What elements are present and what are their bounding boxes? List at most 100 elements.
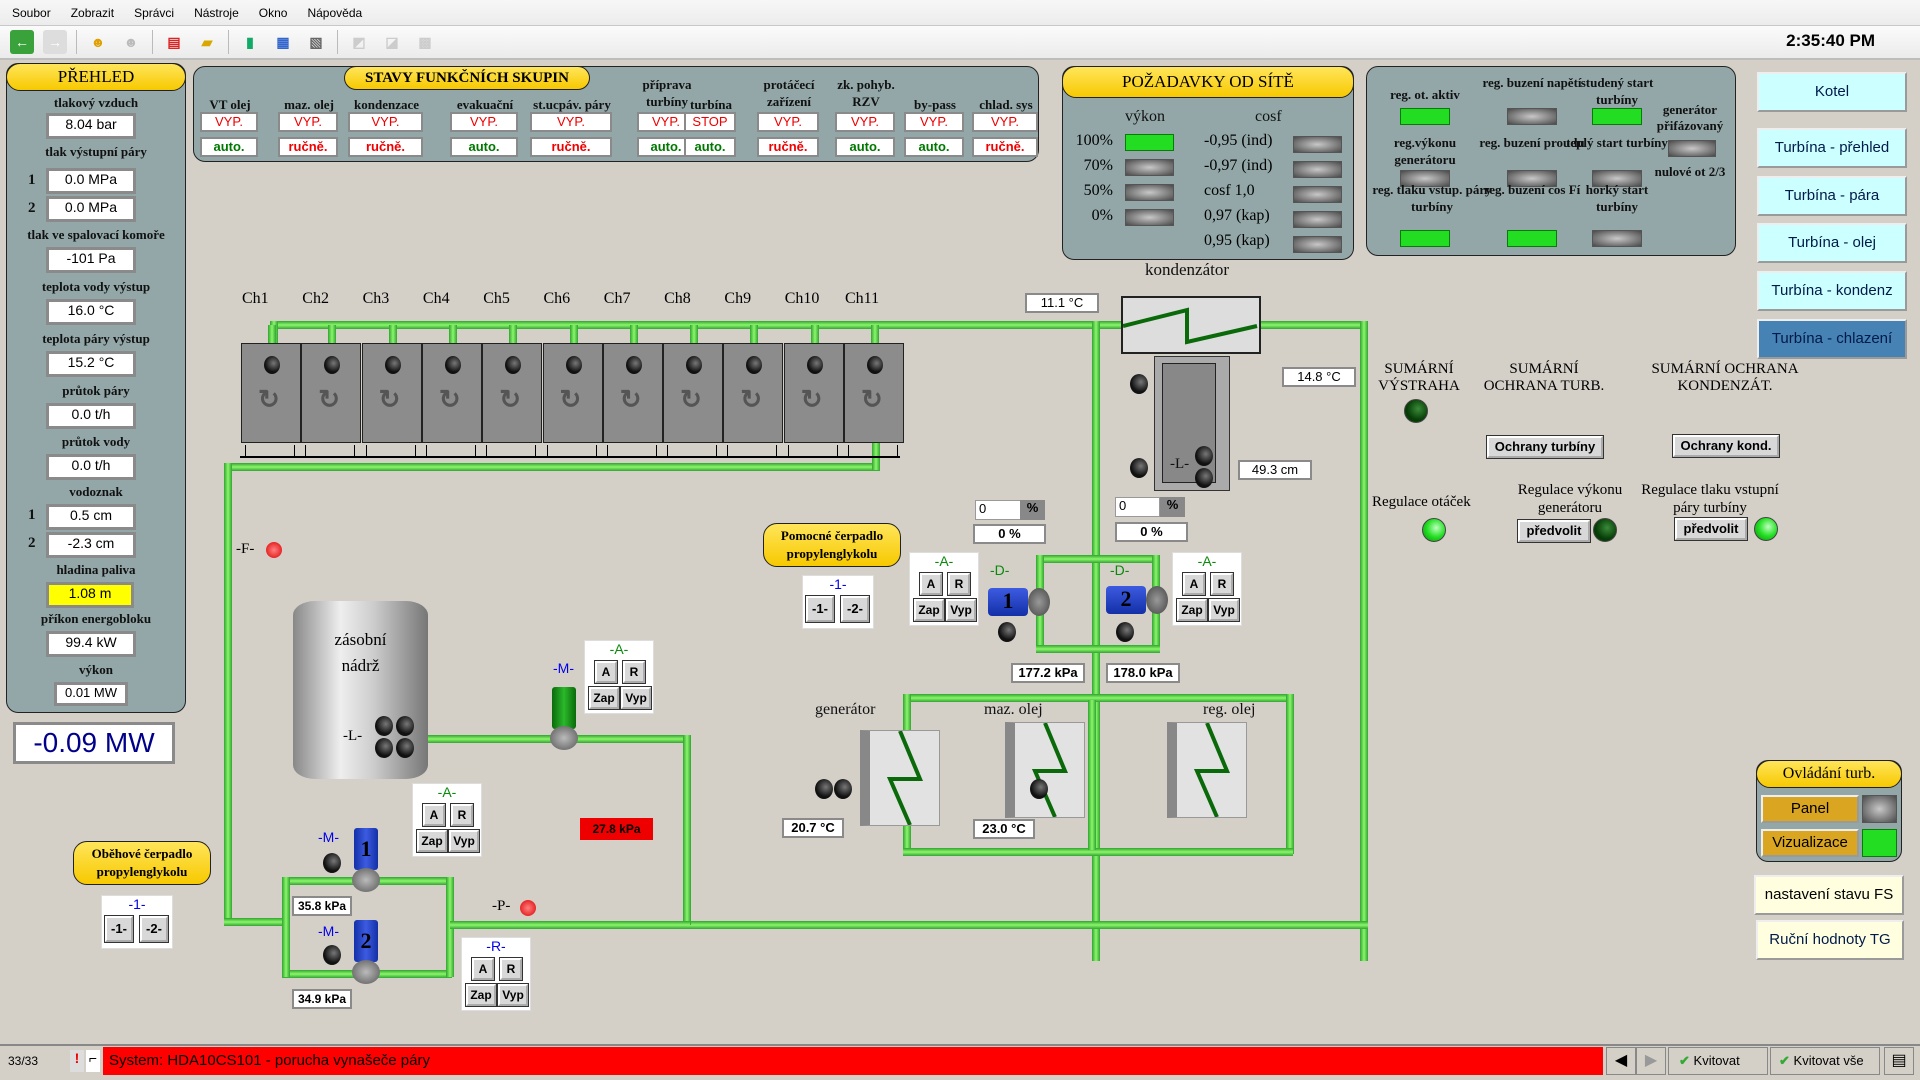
tg-manual-values-button[interactable]: Ruční hodnoty TG xyxy=(1756,920,1904,960)
nav-kotel[interactable]: Kotel xyxy=(1757,72,1907,112)
bar-chart-icon[interactable]: ▮ xyxy=(246,33,254,50)
chiller-unit[interactable]: ↻ xyxy=(663,343,724,443)
stop-button[interactable]: Vyp xyxy=(620,686,652,710)
table-database-icon[interactable]: ▦ xyxy=(276,33,290,50)
chiller-unit[interactable]: ↻ xyxy=(602,343,663,443)
func-group-mode[interactable]: auto. xyxy=(904,137,964,157)
reset-button[interactable]: R xyxy=(499,957,523,981)
func-group-mode[interactable]: ručně. xyxy=(348,137,423,157)
edit-disabled-icon[interactable]: ◩ xyxy=(352,33,366,50)
nav-turbina-prehled[interactable]: Turbína - přehled xyxy=(1757,128,1907,168)
menu-spravci[interactable]: Správci xyxy=(134,5,175,20)
grid-power-indicator[interactable] xyxy=(1125,209,1174,226)
func-group-mode[interactable]: auto. xyxy=(835,137,895,157)
add-user-icon[interactable]: ☻ xyxy=(90,34,106,50)
alarm-folder-icon[interactable]: ▰ xyxy=(201,33,213,50)
grid-cosf-indicator[interactable] xyxy=(1293,211,1342,228)
func-group-state[interactable]: VYP. xyxy=(450,112,518,132)
func-group-state[interactable]: VYP. xyxy=(757,112,819,132)
alarm-next-button[interactable]: ▶ xyxy=(1636,1047,1666,1075)
start-button[interactable]: Zap xyxy=(588,686,620,710)
aux-select-1-button[interactable]: -1- xyxy=(805,595,835,623)
start-button[interactable]: Zap xyxy=(416,829,448,853)
func-group-state[interactable]: VYP. xyxy=(637,112,695,132)
fill-pump-motor[interactable] xyxy=(552,687,576,729)
print-preview-icon[interactable]: ▧ xyxy=(309,33,323,50)
func-group-mode[interactable]: auto. xyxy=(200,137,258,157)
auto-button[interactable]: A xyxy=(471,957,495,981)
circ-pump1-motor[interactable]: 1 xyxy=(354,828,378,870)
grid-cosf-indicator[interactable] xyxy=(1293,136,1342,153)
func-group-mode[interactable]: ručně. xyxy=(972,137,1038,157)
aux-pump2-setpoint-input[interactable]: 0 xyxy=(1115,497,1160,517)
start-button[interactable]: Zap xyxy=(465,983,497,1007)
alarm-document-icon[interactable]: ▤ xyxy=(167,33,181,50)
reset-button[interactable]: R xyxy=(947,572,971,596)
func-group-state[interactable]: VYP. xyxy=(200,112,258,132)
stop-button[interactable]: Vyp xyxy=(1208,598,1240,622)
circ-select-1-button[interactable]: -1- xyxy=(104,915,134,943)
chiller-unit[interactable]: ↻ xyxy=(361,343,422,443)
acknowledge-button[interactable]: ✔ Kvitovat xyxy=(1668,1047,1768,1075)
menu-okno[interactable]: Okno xyxy=(258,5,288,20)
chiller-unit[interactable]: ↻ xyxy=(723,343,784,443)
func-group-state[interactable]: VYP. xyxy=(972,112,1038,132)
func-group-state[interactable]: STOP xyxy=(684,112,736,132)
visualization-mode-button[interactable]: Vizualizace xyxy=(1761,829,1859,857)
func-group-state[interactable]: VYP. xyxy=(530,112,612,132)
menu-nastroje[interactable]: Nástroje xyxy=(194,5,239,20)
aux-pump2-motor[interactable]: 2 xyxy=(1106,586,1146,614)
func-group-state[interactable]: VYP. xyxy=(348,112,423,132)
grid-power-indicator[interactable] xyxy=(1125,159,1174,176)
func-group-mode[interactable]: ručně. xyxy=(757,137,819,157)
gen-power-preselect-button[interactable]: předvolit xyxy=(1517,519,1591,543)
func-group-state[interactable]: VYP. xyxy=(904,112,964,132)
menu-zobrazit[interactable]: Zobrazit xyxy=(70,5,115,20)
chiller-unit[interactable]: ↻ xyxy=(241,343,301,443)
start-button[interactable]: Zap xyxy=(1176,598,1208,622)
chiller-unit[interactable]: ↻ xyxy=(421,343,482,443)
window-disabled-icon[interactable]: ◪ xyxy=(385,33,399,50)
grid-power-indicator[interactable] xyxy=(1125,134,1174,151)
grid-cosf-indicator[interactable] xyxy=(1293,161,1342,178)
stop-button[interactable]: Vyp xyxy=(448,829,480,853)
stop-button[interactable]: Vyp xyxy=(945,598,977,622)
acknowledge-all-button[interactable]: ✔ Kvitovat vše xyxy=(1770,1047,1880,1075)
chiller-unit[interactable]: ↻ xyxy=(301,343,362,443)
menu-napoveda[interactable]: Nápověda xyxy=(307,5,363,20)
auto-button[interactable]: A xyxy=(594,660,618,684)
func-group-mode[interactable]: ručně. xyxy=(278,137,338,157)
func-group-mode[interactable]: auto. xyxy=(684,137,736,157)
nav-turbina-olej[interactable]: Turbína - olej xyxy=(1757,223,1907,263)
func-group-mode[interactable]: auto. xyxy=(450,137,518,157)
menu-soubor[interactable]: Soubor xyxy=(12,5,51,20)
aux-select-2-button[interactable]: -2- xyxy=(840,595,870,623)
grid-power-indicator[interactable] xyxy=(1125,184,1174,201)
start-button[interactable]: Zap xyxy=(913,598,945,622)
reset-button[interactable]: R xyxy=(450,803,474,827)
grid-cosf-indicator[interactable] xyxy=(1293,186,1342,203)
turbine-protections-button[interactable]: Ochrany turbíny xyxy=(1486,435,1604,459)
circ-pump2-motor[interactable]: 2 xyxy=(354,920,378,962)
keyboard-disabled-icon[interactable]: ▩ xyxy=(418,33,432,50)
condenser-protections-button[interactable]: Ochrany kond. xyxy=(1672,434,1780,458)
chiller-unit[interactable]: ↻ xyxy=(542,343,603,443)
stop-button[interactable]: Vyp xyxy=(497,983,529,1007)
aux-pump1-motor[interactable]: 1 xyxy=(988,588,1028,616)
inlet-pressure-preselect-button[interactable]: předvolit xyxy=(1674,517,1748,541)
chiller-unit[interactable]: ↻ xyxy=(844,343,904,443)
remove-user-icon[interactable]: ☻ xyxy=(123,34,139,50)
nav-turbina-kondenz[interactable]: Turbína - kondenz xyxy=(1757,271,1907,311)
nav-turbina-chlazeni[interactable]: Turbína - chlazení xyxy=(1757,319,1907,359)
func-group-state[interactable]: VYP. xyxy=(278,112,338,132)
alarm-log-icon[interactable]: ▤ xyxy=(1884,1047,1914,1075)
auto-button[interactable]: A xyxy=(422,803,446,827)
chiller-unit[interactable]: ↻ xyxy=(482,343,543,443)
back-arrow-icon[interactable]: ← xyxy=(10,30,34,54)
circ-select-2-button[interactable]: -2- xyxy=(139,915,169,943)
fs-state-button[interactable]: nastavení stavu FS xyxy=(1754,875,1904,915)
func-group-state[interactable]: VYP. xyxy=(835,112,895,132)
panel-mode-button[interactable]: Panel xyxy=(1761,795,1859,823)
reset-button[interactable]: R xyxy=(622,660,646,684)
alarm-message[interactable]: System: HDA10CS101 - porucha vynašeče pá… xyxy=(103,1047,1603,1075)
